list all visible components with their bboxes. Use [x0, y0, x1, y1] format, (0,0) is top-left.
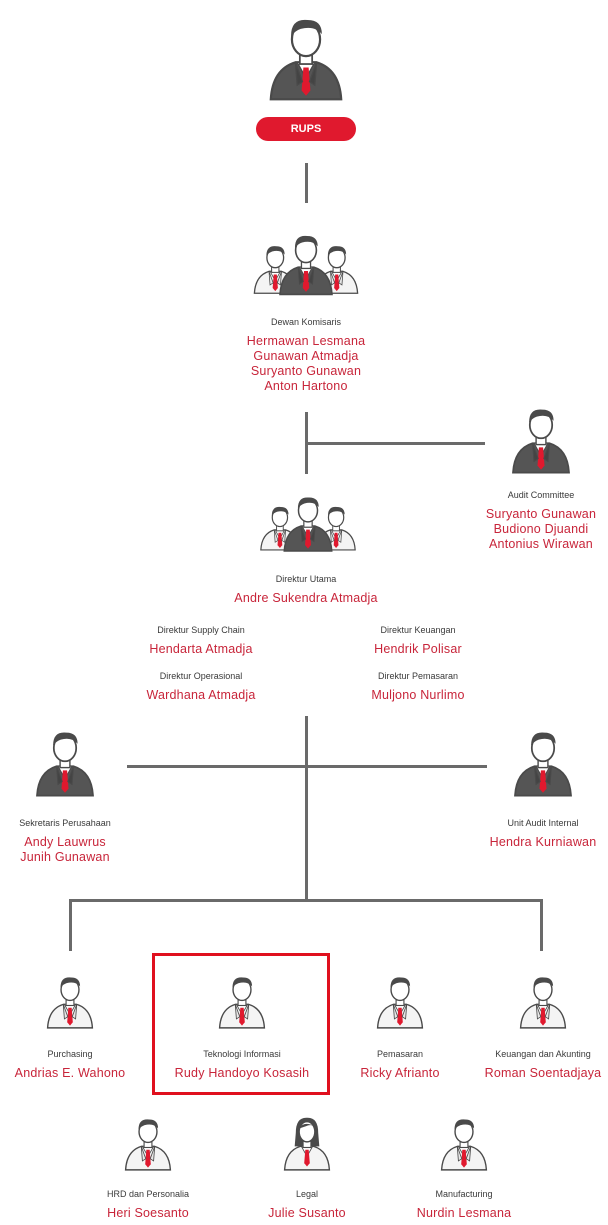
purchasing-person-icon: [42, 962, 98, 1040]
rups-badge: RUPS: [256, 117, 356, 141]
connector-rups-dewan: [305, 163, 308, 203]
role-label: Unit Audit Internal: [507, 818, 579, 828]
role-label: Pemasaran: [376, 1049, 424, 1059]
person-name: Hendarta Atmadja: [149, 642, 253, 656]
teknologi-person-icon: [214, 962, 270, 1040]
person-names: Rudy Handoyo Kosasih: [162, 1066, 322, 1081]
role-label: Purchasing: [47, 1049, 93, 1059]
person-name: Hendra Kurniawan: [489, 835, 597, 849]
role-label: Legal: [295, 1189, 319, 1199]
connector-staff-horizontal: [127, 765, 487, 768]
rups-person-icon: [262, 4, 350, 110]
role-label: Dewan Komisaris: [270, 317, 342, 327]
role-label: Direktur Pemasaran: [377, 671, 459, 681]
person-name: Muljono Nurlimo: [371, 688, 465, 702]
role-label: Teknologi Informasi: [203, 1049, 281, 1059]
person-names: Muljono Nurlimo: [338, 688, 498, 703]
role-label: Manufacturing: [435, 1189, 493, 1199]
person-names: Heri Soesanto: [68, 1206, 228, 1221]
person-name: Andy Lauwrus: [24, 835, 106, 849]
role-label: Keuangan dan Akunting: [495, 1049, 591, 1059]
person-names: Andre Sukendra Atmadja: [206, 591, 406, 606]
person-name: Andre Sukendra Atmadja: [234, 591, 378, 605]
role-label: Sekretaris Perusahaan: [19, 818, 111, 828]
connector-direktur-down: [305, 716, 308, 900]
person-name: Heri Soesanto: [107, 1206, 189, 1220]
legal-person-icon: [279, 1104, 335, 1182]
person-name: Julie Susanto: [268, 1206, 346, 1220]
hrd-person-icon: [120, 1104, 176, 1182]
person-name: Wardhana Atmadja: [146, 688, 256, 702]
role-label: Audit Committee: [507, 490, 575, 500]
person-name: Ricky Afrianto: [360, 1066, 440, 1080]
person-name: Rudy Handoyo Kosasih: [174, 1066, 310, 1080]
person-names: Julie Susanto: [227, 1206, 387, 1221]
person-name: Budiono Djuandi: [493, 522, 589, 536]
person-name: Antonius Wirawan: [489, 537, 593, 551]
person-names: Wardhana Atmadja: [121, 688, 281, 703]
person-names: Roman Soentadjaya: [463, 1066, 608, 1081]
person-names: Nurdin Lesmana: [384, 1206, 544, 1221]
person-name: Suryanto Gunawan: [485, 507, 597, 521]
person-name: Gunawan Atmadja: [253, 349, 359, 363]
connector-purchasing: [69, 899, 72, 951]
sekretaris-person-icon: [30, 719, 100, 805]
role-label: Direktur Operasional: [159, 671, 243, 681]
audit-committee-person-icon: [506, 396, 576, 482]
person-names: Hendarta Atmadja: [121, 642, 281, 657]
person-name: Hermawan Lesmana: [246, 334, 366, 348]
keuangan-akunting-person-icon: [515, 962, 571, 1040]
audit-internal-person-icon: [508, 719, 578, 805]
dewan-group-icon: [248, 222, 364, 310]
highlight-box: [152, 953, 330, 1095]
person-names: Ricky Afrianto: [320, 1066, 480, 1081]
person-name: Andrias E. Wahono: [14, 1066, 126, 1080]
connector-departments-horizontal: [69, 899, 543, 902]
connector-audit-committee: [307, 442, 485, 445]
person-names: Hendra Kurniawan: [463, 835, 608, 850]
role-label: Direktur Keuangan: [380, 625, 456, 635]
connector-dewan-direktur: [305, 412, 308, 474]
role-label: Direktur Supply Chain: [157, 625, 245, 635]
person-name: Nurdin Lesmana: [416, 1206, 512, 1220]
person-name: Suryanto Gunawan: [250, 364, 362, 378]
connector-keuangan-akunting: [540, 899, 543, 951]
pemasaran-person-icon: [372, 962, 428, 1040]
person-name: Anton Hartono: [264, 379, 348, 393]
direktur-group-icon: [255, 480, 361, 570]
role-label: HRD dan Personalia: [106, 1189, 190, 1199]
role-label: Direktur Utama: [275, 574, 337, 584]
person-names: Hendrik Polisar: [338, 642, 498, 657]
person-name: Junih Gunawan: [20, 850, 110, 864]
person-name: Hendrik Polisar: [374, 642, 462, 656]
manufacturing-person-icon: [436, 1104, 492, 1182]
person-names: Andrias E. Wahono: [0, 1066, 150, 1081]
person-name: Roman Soentadjaya: [484, 1066, 602, 1080]
